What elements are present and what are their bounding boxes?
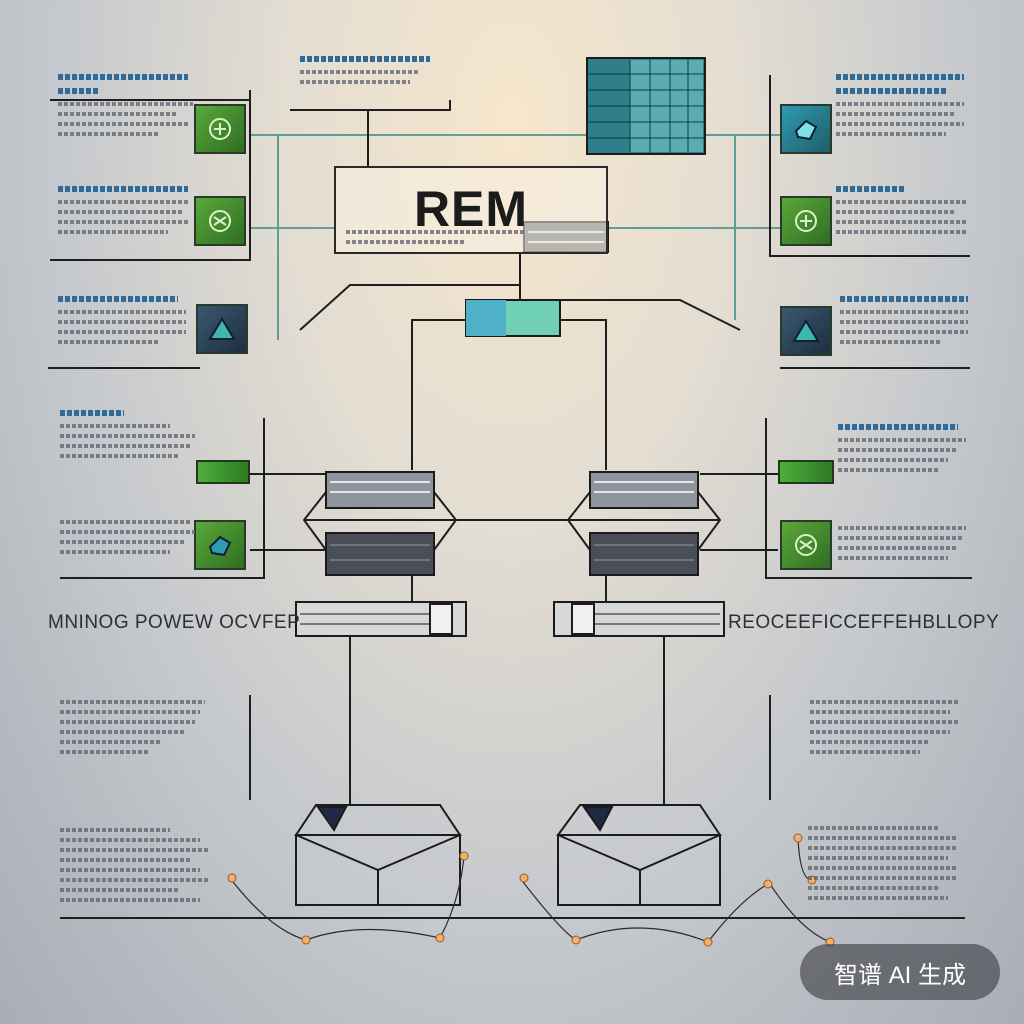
light-bulbs <box>227 833 835 947</box>
power-rails <box>295 601 725 637</box>
left-tab-bar <box>196 460 250 484</box>
left-tile-crystal <box>194 520 246 570</box>
right-tile-crystal <box>780 104 832 154</box>
right-tile-mountain <box>780 306 832 356</box>
left-text-block-3 <box>58 296 188 350</box>
title-caption-scribble <box>346 230 526 250</box>
chip-icon <box>209 118 231 140</box>
right-section-label: REOCEEFICCEFFEHBLLOPY <box>728 612 1000 633</box>
chip-icon <box>209 210 231 232</box>
right-text-block-6 <box>810 700 970 760</box>
mountain-icon <box>208 317 236 340</box>
left-section-label: MNINOG POWEW OCVFEP <box>48 612 301 633</box>
storage-units <box>294 804 722 906</box>
data-grid-panel <box>586 57 706 155</box>
right-text-block-5 <box>838 526 968 566</box>
right-text-block-3 <box>840 296 970 350</box>
left-tile-mountain <box>196 304 248 354</box>
left-text-block-6 <box>60 700 220 760</box>
left-text-block-7 <box>60 828 220 908</box>
watermark-badge: 智谱 AI 生成 <box>800 944 1000 1000</box>
top-center-text-block <box>300 56 440 90</box>
left-text-block-5 <box>60 520 200 560</box>
chip-icon <box>795 210 817 232</box>
right-tile-chip <box>780 196 832 246</box>
right-text-block-4 <box>838 424 968 478</box>
chip-icon <box>795 534 817 556</box>
mountain-icon <box>792 319 820 342</box>
left-text-block-2 <box>58 186 193 240</box>
right-text-block-7 <box>808 826 968 906</box>
crystal-icon <box>208 535 232 557</box>
crystal-icon <box>794 119 818 141</box>
left-text-block-4 <box>60 410 200 464</box>
central-title: REM <box>413 181 529 237</box>
right-tile-chip-2 <box>780 520 832 570</box>
left-tile-chip-2 <box>194 196 246 246</box>
right-text-block-1 <box>836 74 966 142</box>
right-tab-bar <box>778 460 834 484</box>
left-tile-chip <box>194 104 246 154</box>
right-text-block-2 <box>836 186 971 240</box>
central-title-box: REM <box>334 166 608 254</box>
left-text-block-1 <box>58 74 198 142</box>
server-cabinets <box>325 471 699 576</box>
